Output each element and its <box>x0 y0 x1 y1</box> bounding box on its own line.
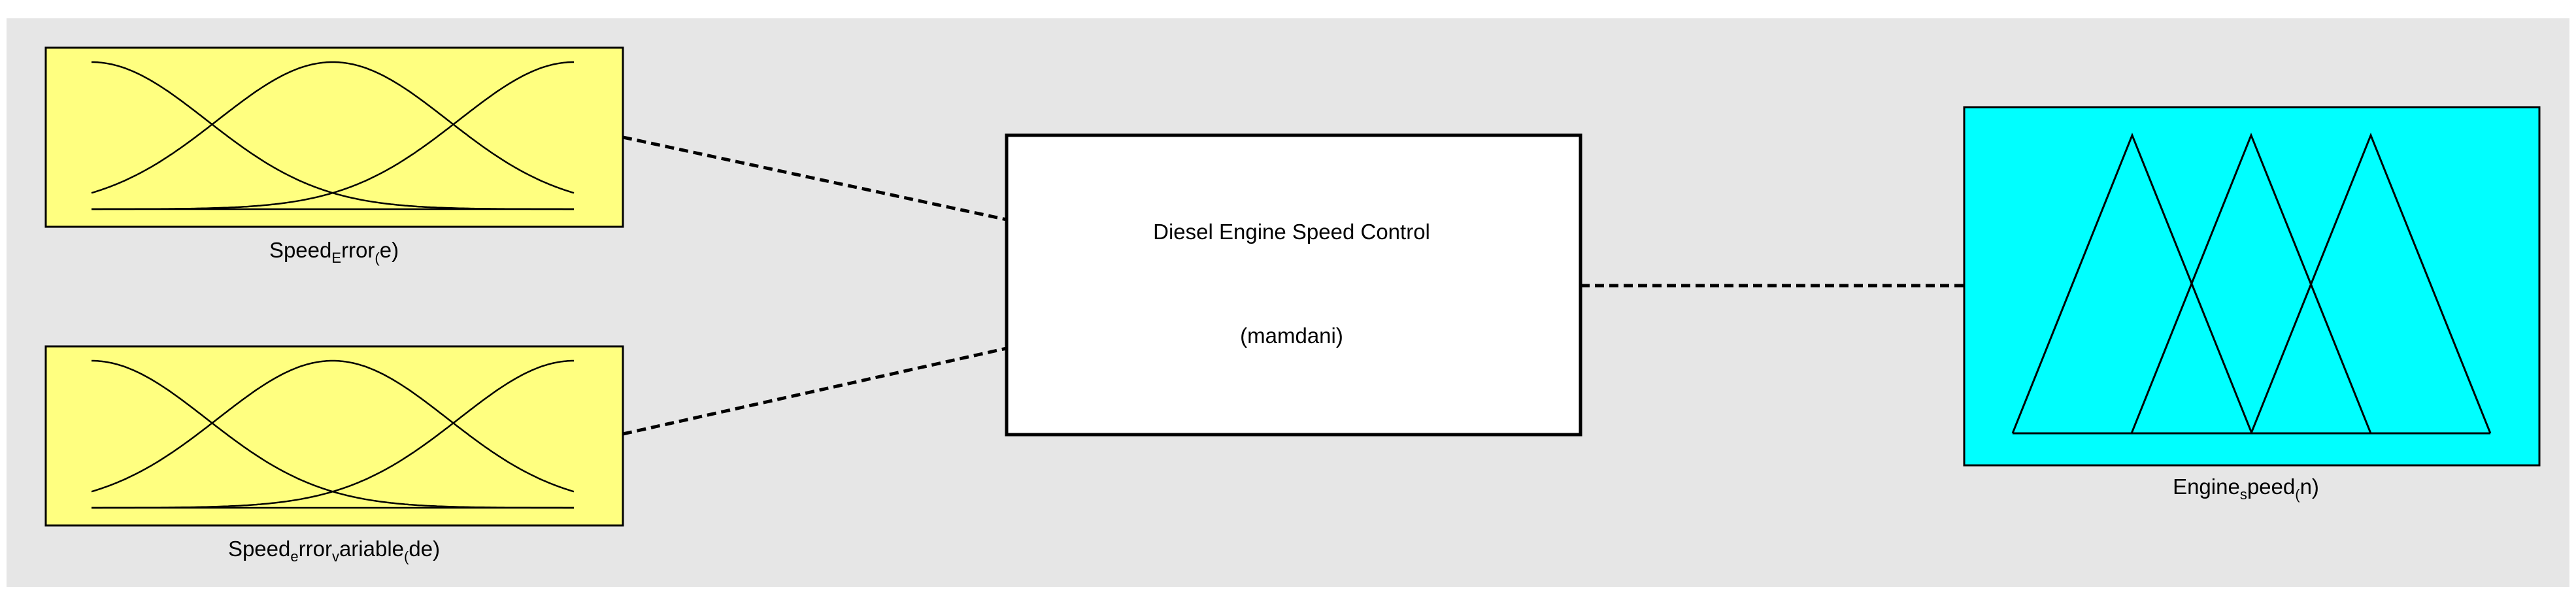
input-mf-box[interactable] <box>44 345 624 527</box>
connector-input-2 <box>622 346 1007 436</box>
membership-triangle <box>2011 132 2253 434</box>
output-variable-engine-speed[interactable]: Enginespeed(n) <box>1963 106 2541 503</box>
label-text: Speed <box>228 537 290 561</box>
triangular-mf-curves <box>2011 132 2492 435</box>
label-subscript: ( <box>375 250 380 266</box>
membership-curve <box>91 61 575 194</box>
label-subscript: ( <box>404 548 409 565</box>
label-text: Engine <box>2173 474 2240 499</box>
label-text: rror <box>341 238 375 262</box>
fis-system-block[interactable]: Diesel Engine Speed Control (mamdani) <box>1005 133 1582 437</box>
input-label-speed-error-variable: Speederrorvariable(de) <box>228 537 440 565</box>
gaussian-mf-curves <box>91 61 575 210</box>
membership-triangle <box>2250 132 2492 434</box>
label-subscript: s <box>2240 486 2247 503</box>
label-subscript: v <box>332 548 339 565</box>
system-type: (mamdani) <box>1240 324 1343 348</box>
output-mf-box[interactable] <box>1963 106 2541 467</box>
label-text: rror <box>299 537 332 561</box>
label-text: peed <box>2247 474 2295 499</box>
gaussian-mf-curves <box>91 359 575 509</box>
label-text: ariable <box>339 537 404 561</box>
label-text: e) <box>380 238 399 262</box>
membership-curve <box>91 359 575 493</box>
system-box[interactable] <box>1005 133 1582 437</box>
label-text: de) <box>409 537 440 561</box>
label-subscript: ( <box>2295 486 2300 503</box>
input-variable-speed-error[interactable]: SpeedError(e) <box>44 46 624 266</box>
input-variable-speed-error-variable[interactable]: Speederrorvariable(de) <box>44 345 624 565</box>
label-text: n) <box>2300 474 2319 499</box>
label-subscript: e <box>290 548 298 565</box>
input-mf-box[interactable] <box>44 46 624 228</box>
connector-input-1 <box>622 135 1007 222</box>
membership-triangle <box>2130 132 2372 434</box>
input-label-speed-error: SpeedError(e) <box>269 238 399 266</box>
output-label-engine-speed: Enginespeed(n) <box>2173 474 2319 503</box>
system-name: Diesel Engine Speed Control <box>1153 220 1430 244</box>
connectors <box>622 135 1964 436</box>
label-text: Speed <box>269 238 331 262</box>
label-subscript: E <box>331 250 341 266</box>
